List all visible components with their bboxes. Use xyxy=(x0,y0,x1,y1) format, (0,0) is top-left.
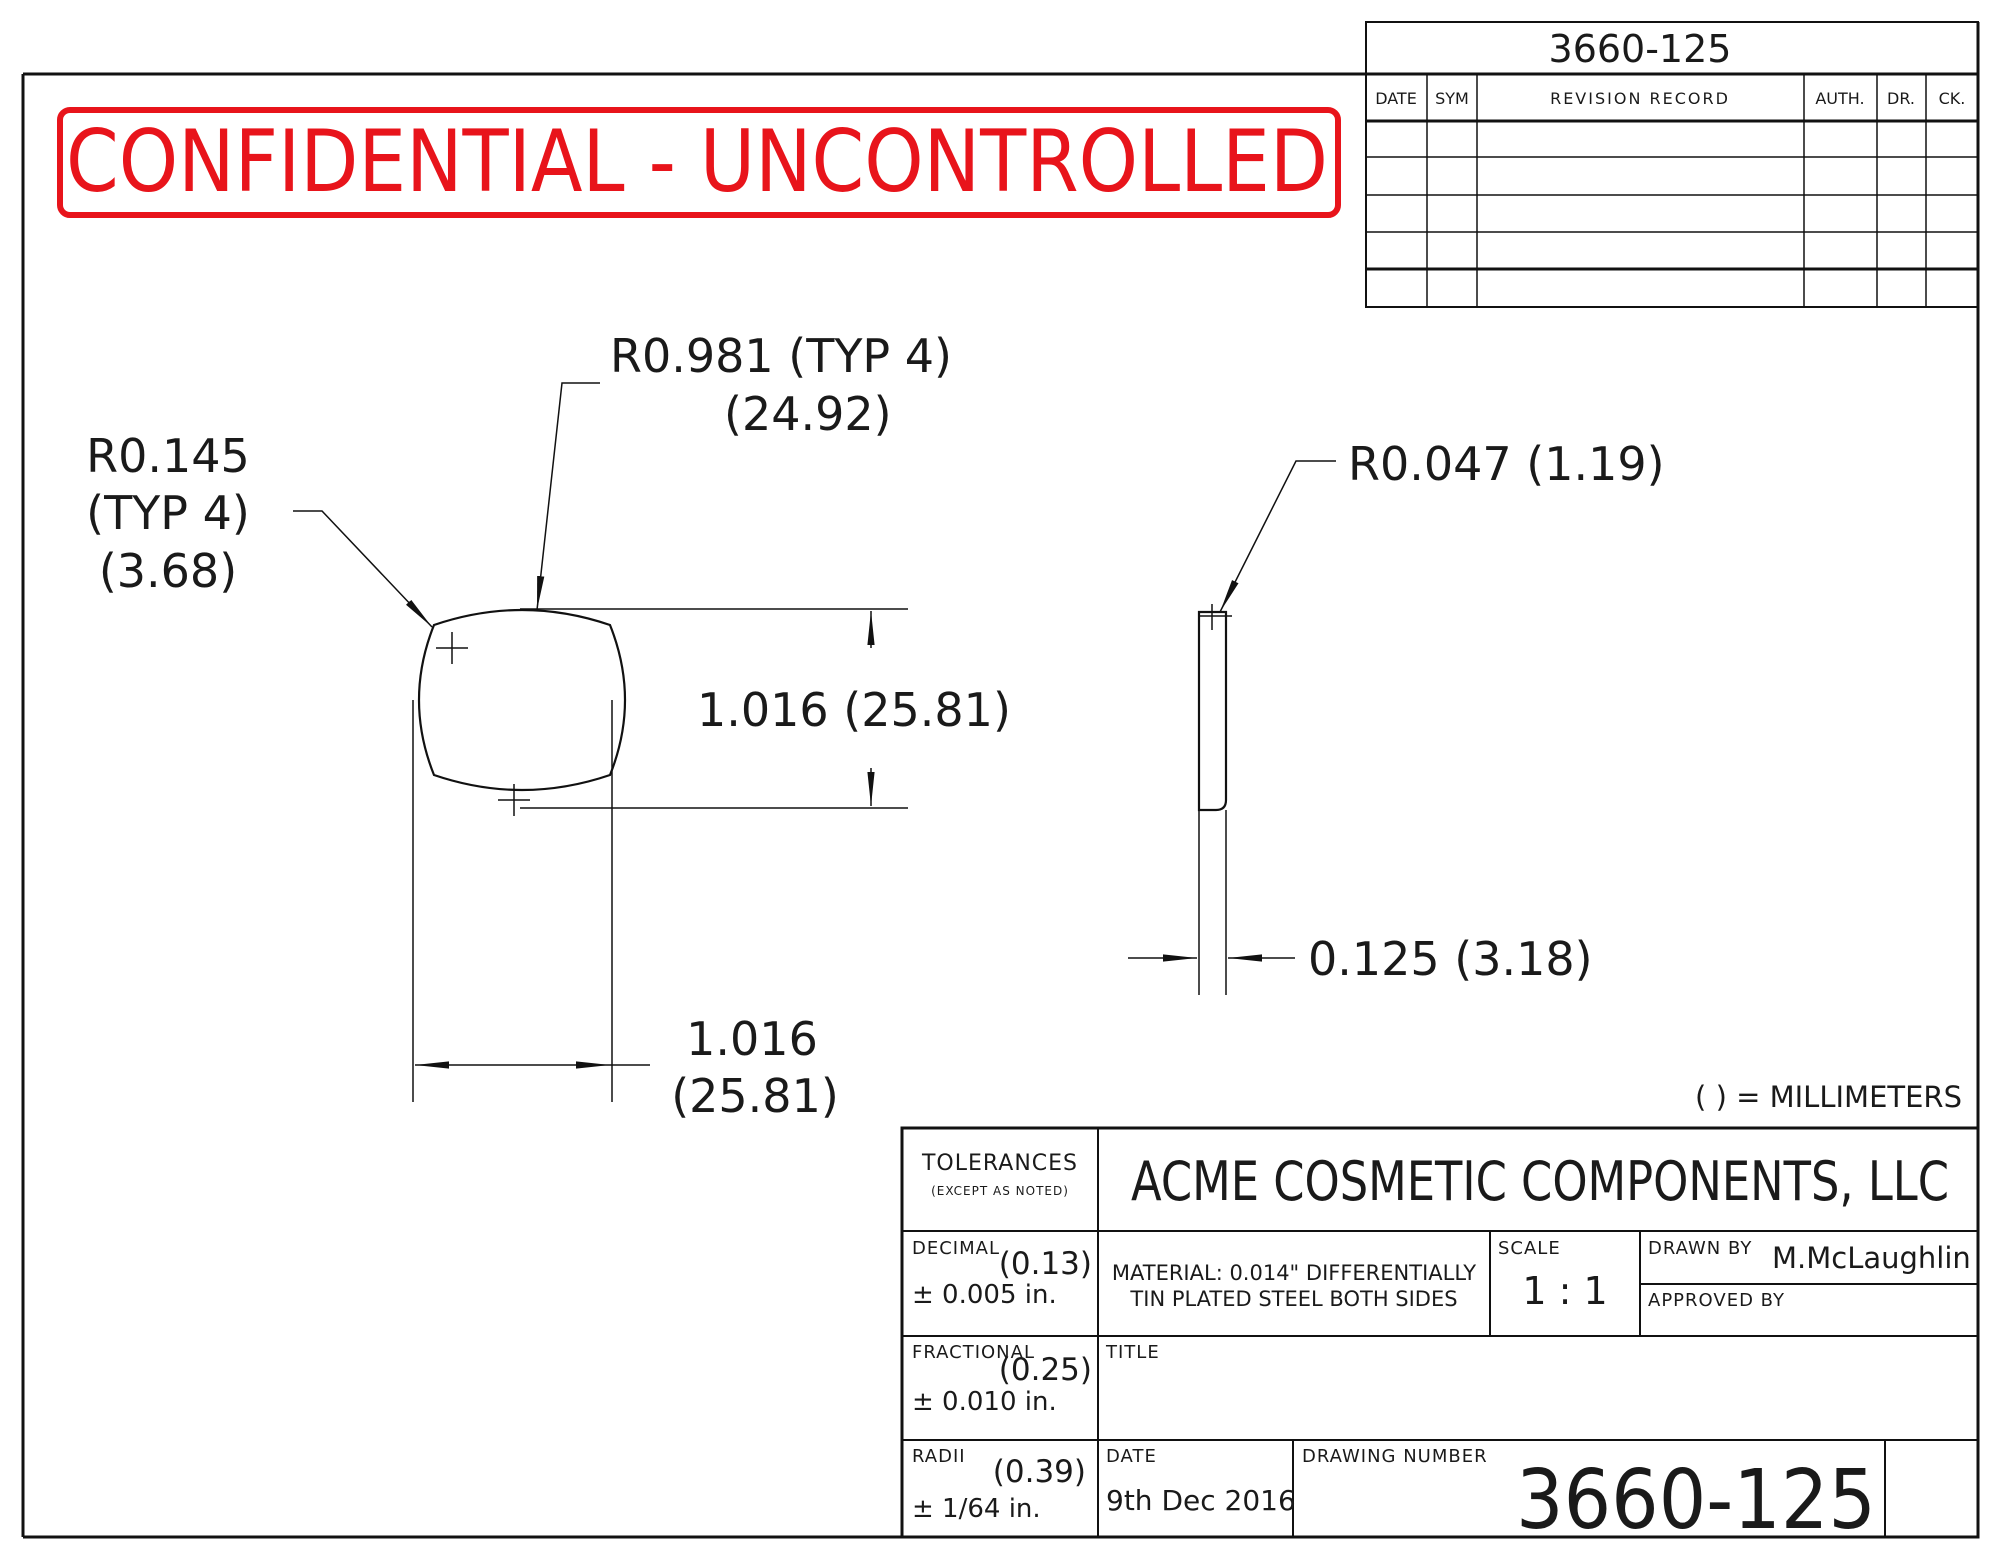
units-note: ( ) = MILLIMETERS xyxy=(1695,1080,1962,1114)
fractional-value: ± 0.010 in. xyxy=(912,1387,1057,1417)
large-radius-line1: R0.981 (TYP 4) xyxy=(610,329,952,383)
scale-label: SCALE xyxy=(1498,1238,1561,1259)
drawn-by-value: M.McLaughlin xyxy=(1772,1241,1971,1275)
revision-table: DATE SYM REVISION RECORD AUTH. DR. CK. xyxy=(1365,73,1979,308)
date-label: DATE xyxy=(1106,1446,1157,1467)
radii-value: ± 1/64 in. xyxy=(912,1494,1041,1524)
side-view-outline xyxy=(1197,610,1228,812)
corner-radius-line1: R0.145 xyxy=(86,429,250,483)
thickness-dimension: 0.125 (3.18) xyxy=(1128,932,1593,986)
height-dimension: 1.016 (25.81) xyxy=(520,608,1011,809)
edge-radius-callout: R0.047 (1.19) xyxy=(1219,437,1665,613)
width-dimension-line1: 1.016 xyxy=(686,1012,818,1066)
corner-radius-line3: (3.68) xyxy=(99,544,237,598)
revision-col-date: DATE xyxy=(1375,89,1417,108)
front-view-outline xyxy=(417,608,627,792)
drawing-number-label: DRAWING NUMBER xyxy=(1302,1446,1488,1467)
approved-by-label: APPROVED BY xyxy=(1648,1290,1785,1311)
drawing-number-value: 3660-125 xyxy=(1516,1453,1876,1545)
revision-col-auth: AUTH. xyxy=(1815,89,1864,108)
drawing-number-tab: 3660-125 xyxy=(1365,21,1979,75)
scale-value: 1 : 1 xyxy=(1522,1269,1607,1313)
decimal-label: DECIMAL xyxy=(912,1238,1000,1259)
material-line1: MATERIAL: 0.014" DIFFERENTIALLY xyxy=(1112,1261,1476,1285)
decimal-value: ± 0.005 in. xyxy=(912,1280,1057,1310)
width-dimension-line2: (25.81) xyxy=(671,1069,839,1123)
drawn-by-label: DRAWN BY xyxy=(1648,1238,1752,1259)
width-dimension: 1.016 (25.81) xyxy=(412,700,839,1123)
title-label: TITLE xyxy=(1105,1342,1160,1363)
fractional-mm: (0.25) xyxy=(999,1352,1092,1388)
revision-col-ck: CK. xyxy=(1939,89,1966,108)
tolerances-sublabel: (EXCEPT AS NOTED) xyxy=(931,1184,1069,1198)
thickness-dimension-text: 0.125 (3.18) xyxy=(1308,932,1593,986)
large-radius-callout: R0.981 (TYP 4) (24.92) xyxy=(536,329,952,611)
edge-radius-text: R0.047 (1.19) xyxy=(1348,437,1665,491)
height-dimension-text: 1.016 (25.81) xyxy=(697,683,1011,737)
large-radius-line2: (24.92) xyxy=(724,387,892,441)
date-value: 9th Dec 2016 xyxy=(1106,1484,1296,1517)
drawing-number-tab-text: 3660-125 xyxy=(1549,27,1732,71)
radii-label: RADII xyxy=(912,1446,966,1467)
material-line2: TIN PLATED STEEL BOTH SIDES xyxy=(1129,1287,1457,1311)
fractional-label: FRACTIONAL xyxy=(912,1342,1035,1363)
tolerances-label: TOLERANCES xyxy=(921,1151,1078,1176)
corner-radius-line2: (TYP 4) xyxy=(86,486,250,540)
company-name: ACME COSMETIC COMPONENTS, LLC xyxy=(1131,1150,1949,1213)
revision-col-sym: SYM xyxy=(1435,89,1469,108)
stamp-text: CONFIDENTIAL - UNCONTROLLED xyxy=(66,112,1328,212)
revision-col-record: REVISION RECORD xyxy=(1550,89,1730,108)
front-view xyxy=(417,608,627,816)
confidential-stamp: CONFIDENTIAL - UNCONTROLLED xyxy=(57,107,1341,218)
revision-col-dr: DR. xyxy=(1887,89,1915,108)
side-view xyxy=(1197,604,1232,995)
radii-mm: (0.39) xyxy=(993,1454,1086,1490)
decimal-mm: (0.13) xyxy=(999,1246,1092,1282)
title-block: TOLERANCES (EXCEPT AS NOTED) ACME COSMET… xyxy=(900,1126,1980,1545)
corner-radius-callout: R0.145 (TYP 4) (3.68) xyxy=(86,429,433,628)
